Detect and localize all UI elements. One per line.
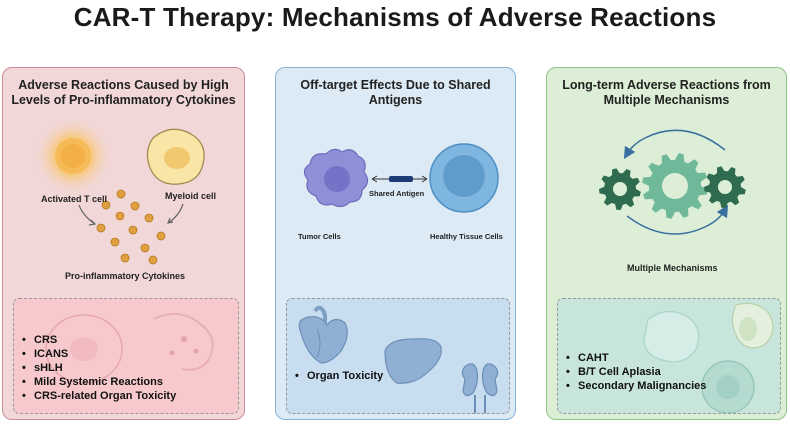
list-item: Organ Toxicity [295, 369, 383, 383]
list-item: CRS-related Organ Toxicity [22, 389, 176, 403]
tumor-cell-icon [303, 148, 369, 208]
outcome-box: CAHT B/T Cell Aplasia Secondary Malignan… [557, 298, 781, 414]
gear-left [599, 168, 641, 210]
panel-long-term: Long-term Adverse Reactions from Multipl… [546, 67, 787, 420]
list-item: sHLH [22, 361, 176, 375]
panel-cytokines: Adverse Reactions Caused by High Levels … [2, 67, 245, 420]
gear-center [642, 153, 708, 219]
gear-right [704, 166, 746, 208]
activated-t-cell-icon [33, 116, 113, 196]
list-item: CRS [22, 333, 176, 347]
label-shared-antigen: Shared Antigen [369, 189, 425, 198]
outcome-box: Organ Toxicity [286, 298, 510, 414]
list-item: Secondary Malignancies [566, 379, 706, 393]
gears-illustration [599, 129, 746, 235]
outcome-list: CRS ICANS sHLH Mild Systemic Reactions C… [22, 333, 176, 403]
label-healthy-tissue: Healthy Tissue Cells [430, 232, 503, 241]
myeloid-cell-icon [146, 128, 205, 185]
antibody-bar-icon [371, 175, 428, 183]
list-item: CAHT [566, 351, 706, 365]
background-cells [643, 302, 774, 413]
outcome-box: CRS ICANS sHLH Mild Systemic Reactions C… [13, 298, 239, 414]
healthy-cell-icon [429, 143, 499, 213]
outcome-list: Organ Toxicity [295, 369, 383, 383]
page-title: CAR-T Therapy: Mechanisms of Adverse Rea… [73, 2, 717, 32]
label-myeloid-cell: Myeloid cell [165, 191, 217, 201]
heart-icon [298, 305, 348, 364]
liver-icon [384, 338, 442, 384]
gears-icon [599, 153, 746, 219]
label-mechanisms: Multiple Mechanisms [627, 263, 718, 273]
antigen-illustration [303, 143, 499, 213]
panel-title: Off-target Effects Due to Shared Antigen… [300, 78, 491, 107]
flow-arrows [78, 203, 184, 226]
list-item: B/T Cell Aplasia [566, 365, 706, 379]
list-item: Mild Systemic Reactions [22, 375, 176, 389]
label-activated-t-cell: Activated T cell [41, 194, 108, 204]
organ-illustrations [298, 305, 499, 413]
panel-title: Long-term Adverse Reactions from Multipl… [562, 78, 771, 107]
panel-off-target: Off-target Effects Due to Shared Antigen… [275, 67, 516, 420]
cytokine-dots [96, 189, 166, 265]
cycle-arrows-icon [623, 129, 729, 235]
outcome-list: CAHT B/T Cell Aplasia Secondary Malignan… [566, 351, 706, 393]
label-tumor-cells: Tumor Cells [298, 232, 341, 241]
list-item: ICANS [22, 347, 176, 361]
kidney-icon [461, 363, 499, 413]
panel-title: Adverse Reactions Caused by High Levels … [11, 78, 236, 107]
cytokine-illustration [33, 116, 205, 265]
label-cytokines: Pro-inflammatory Cytokines [65, 271, 186, 281]
